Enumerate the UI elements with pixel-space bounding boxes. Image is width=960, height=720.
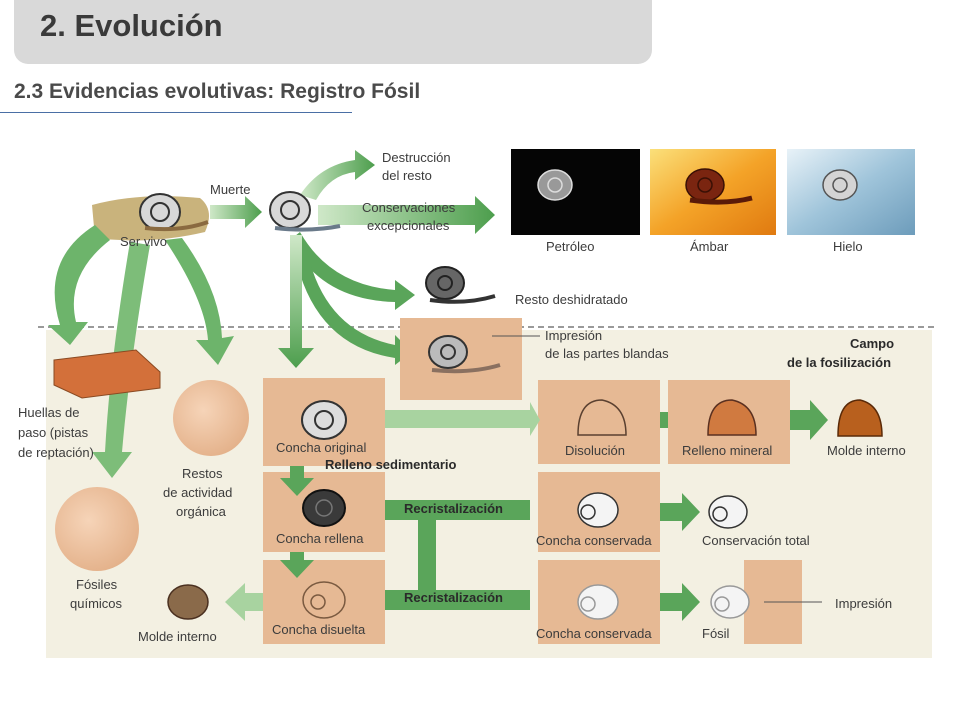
- label-hielo: Hielo: [833, 239, 863, 254]
- label-destruccion-1: Destrucción: [382, 150, 451, 165]
- arrow-to-disolucion: [385, 402, 540, 436]
- concha-disuelta-box: [263, 560, 385, 644]
- label-molde-interno-left: Molde interno: [138, 629, 217, 644]
- label-ambar: Ámbar: [690, 239, 729, 254]
- snail-impresion-icon: [428, 335, 501, 374]
- label-relleno-mineral: Relleno mineral: [682, 443, 772, 458]
- label-campo-2: de la fosilización: [787, 355, 891, 370]
- label-impresion-blandas-1: Impresión: [545, 328, 602, 343]
- label-huellas-2: paso (pistas: [18, 425, 89, 440]
- snail-dead-icon: [269, 191, 341, 232]
- disolucion-box: [538, 380, 660, 464]
- label-resto-deshidratado: Resto deshidratado: [515, 292, 628, 307]
- label-concha-original: Concha original: [276, 440, 366, 455]
- fosiles-quimicos-circle: [55, 487, 139, 571]
- label-concha-conservada-1: Concha conservada: [536, 533, 652, 548]
- header-bar: [14, 0, 652, 64]
- arrow-destruccion: [300, 150, 375, 200]
- arrow-to-huellas: [48, 225, 110, 345]
- section-subtitle: 2.3 Evidencias evolutivas: Registro Fósi…: [14, 80, 421, 103]
- arrow-down-disuelta: [280, 552, 314, 578]
- arrow-to-restos-actividad: [165, 238, 234, 365]
- label-conservacion-total: Conservación total: [702, 533, 810, 548]
- snail-ambar-icon: [685, 168, 753, 205]
- label-huellas-3: de reptación): [18, 445, 94, 460]
- conservacion-total-icon: [708, 495, 748, 529]
- label-ser-vivo: Ser vivo: [120, 234, 167, 249]
- label-restos-3: orgánica: [176, 504, 227, 519]
- label-impresion: Impresión: [835, 596, 892, 611]
- label-impresion-blandas-2: de las partes blandas: [545, 346, 669, 361]
- label-conservaciones-1: Conservaciones: [362, 200, 456, 215]
- label-conservaciones-2: excepcionales: [367, 218, 450, 233]
- snail-petroleo-icon: [537, 169, 573, 201]
- snail-hielo-icon: [822, 169, 858, 201]
- label-destruccion-2: del resto: [382, 168, 432, 183]
- label-concha-conservada-2: Concha conservada: [536, 626, 652, 641]
- page-title: 2. Evolución: [40, 8, 223, 43]
- fosil-icon: [710, 585, 750, 619]
- disolucion-shell-icon: [577, 399, 627, 436]
- shell-rellena-icon: [302, 489, 346, 527]
- shell-original-icon: [301, 400, 347, 440]
- label-petroleo: Petróleo: [546, 239, 594, 254]
- concha-conservada-1-icon: [577, 492, 619, 528]
- arrow-to-molde-interno-left: [225, 583, 263, 621]
- subtitle-underline: [0, 112, 352, 113]
- snail-ser-vivo-icon: [139, 193, 209, 232]
- label-campo-1: Campo: [850, 336, 894, 351]
- shell-disuelta-icon: [302, 581, 346, 619]
- relleno-mineral-shell-icon: [707, 399, 757, 436]
- label-disolucion: Disolución: [565, 443, 625, 458]
- arrow-down-rellena: [280, 466, 314, 496]
- concha-conservada-2-icon: [577, 584, 619, 620]
- restos-actividad-circle: [173, 380, 249, 456]
- label-fosiles-1: Fósiles: [76, 577, 118, 592]
- arrow-muerte: [210, 196, 262, 228]
- label-fosiles-2: químicos: [70, 596, 123, 611]
- label-huellas-1: Huellas de: [18, 405, 79, 420]
- label-relleno-sedimentario: Relleno sedimentario: [325, 457, 457, 472]
- arrow-recristalizacion-1: [385, 500, 530, 520]
- arrow-conservaciones: [318, 196, 495, 234]
- label-recristalizacion-1: Recristalización: [404, 501, 503, 516]
- label-concha-rellena: Concha rellena: [276, 531, 364, 546]
- label-muerte: Muerte: [210, 182, 250, 197]
- label-restos-1: Restos: [182, 466, 223, 481]
- arrow-to-fosil: [660, 583, 700, 621]
- arrow-down-concha: [278, 235, 314, 368]
- molde-interno-left-icon: [167, 584, 209, 620]
- arrow-deshidratado: [290, 232, 415, 310]
- arrow-recristalizacion-2: [385, 590, 530, 610]
- label-fosil: Fósil: [702, 626, 730, 641]
- arrow-to-conservacion-total: [660, 493, 700, 531]
- snail-deshidratado-icon: [425, 266, 496, 304]
- arrow-recristalizacion-branch: [418, 520, 436, 590]
- label-restos-2: de actividad: [163, 485, 232, 500]
- molde-interno-right-icon: [837, 399, 883, 437]
- label-concha-disuelta: Concha disuelta: [272, 622, 366, 637]
- label-molde-interno-right: Molde interno: [827, 443, 906, 458]
- petroleo-panel: [511, 149, 640, 235]
- huellas-block: [53, 349, 161, 399]
- label-recristalizacion-2: Recristalización: [404, 590, 503, 605]
- arrow-to-relleno-mineral: [660, 412, 668, 428]
- arrow-to-molde-interno: [790, 400, 828, 440]
